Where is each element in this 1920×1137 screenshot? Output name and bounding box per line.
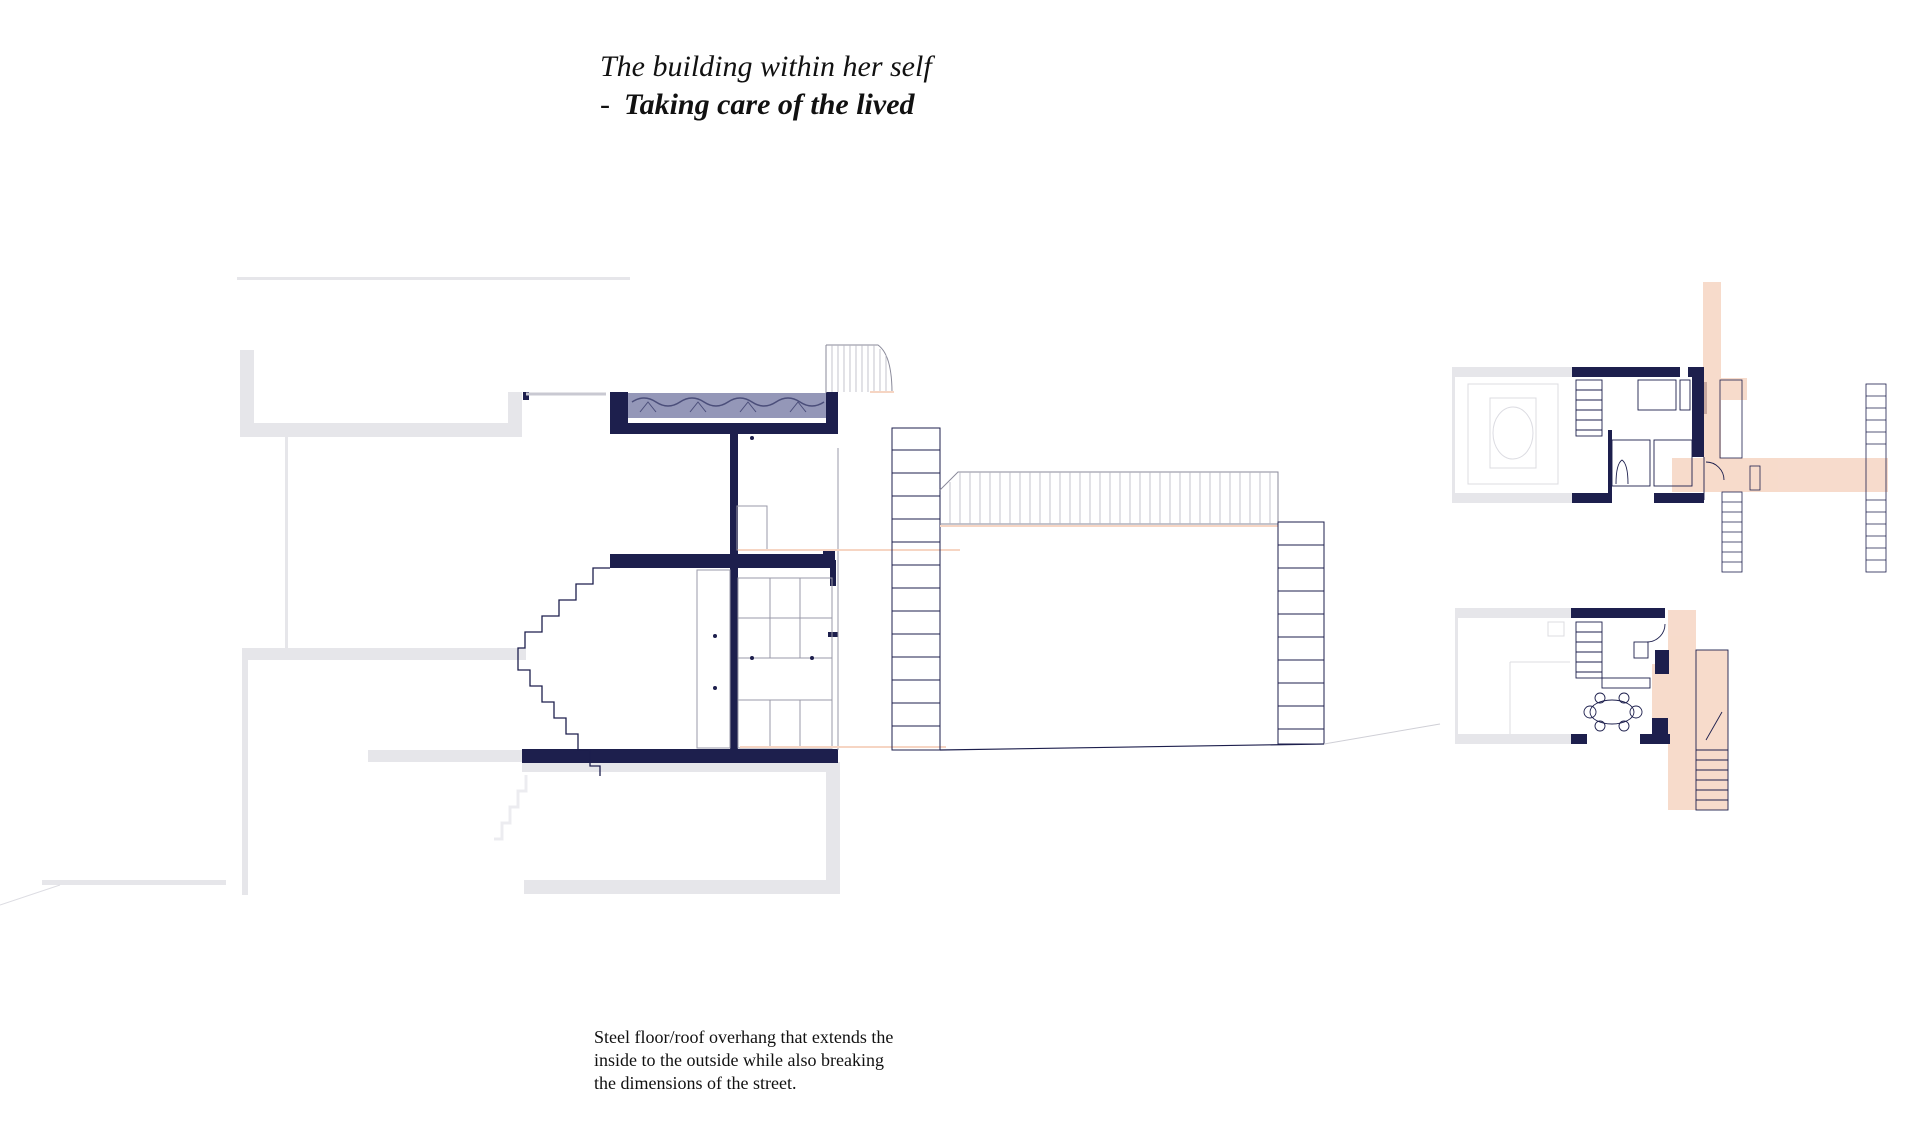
- caption-line-3: the dimensions of the street.: [594, 1073, 797, 1093]
- ghost-context: [42, 277, 840, 895]
- ghost-lower-stair: [494, 775, 528, 841]
- interior-elements: [696, 448, 839, 750]
- street-line: [939, 743, 1325, 751]
- green-roof: [628, 393, 826, 418]
- roof-railing-bars: [831, 345, 887, 392]
- bridge-railing: [939, 471, 1279, 527]
- interior-dots: [713, 436, 814, 690]
- title-line-1: The building within her self: [600, 50, 932, 83]
- title-dash: -: [600, 88, 610, 121]
- plan-lower-floor: [1455, 608, 1729, 811]
- plan-upper-floor: [1452, 282, 1888, 573]
- title-subtitle: Taking care of the lived: [624, 88, 915, 121]
- caption-line-2: inside to the outside while also breakin…: [594, 1050, 884, 1070]
- caption: Steel floor/roof overhang that extends t…: [594, 1026, 974, 1095]
- title-line-2: -Taking care of the lived: [600, 86, 1160, 124]
- steel-frame: [522, 392, 838, 763]
- caption-line-1: Steel floor/roof overhang that extends t…: [594, 1027, 894, 1047]
- title-block: The building within her self -Taking car…: [600, 48, 1160, 124]
- street-line-extension: [1323, 723, 1441, 745]
- ground-line-left: [0, 884, 61, 906]
- roof-railing: [825, 344, 893, 394]
- building-section: [0, 277, 1441, 906]
- exterior-stair-left: [891, 427, 941, 751]
- exterior-stair-right: [1277, 521, 1325, 745]
- green-roof-texture: [631, 397, 825, 407]
- interior-stair: [517, 567, 610, 776]
